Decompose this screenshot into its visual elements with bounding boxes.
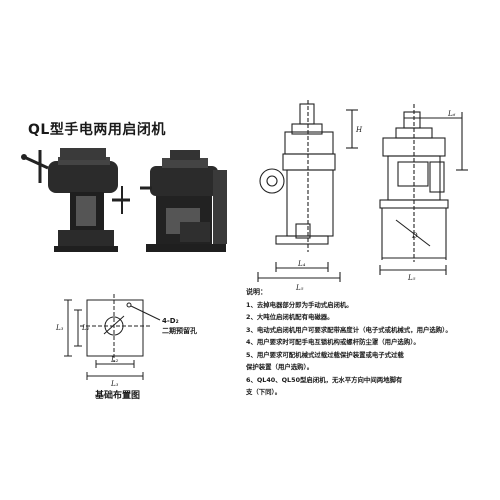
note-line: 3、电动式启闭机用户可要求配带高度计（电子式或机械式，用户选购）。 bbox=[246, 325, 452, 334]
electric-hoist-photo bbox=[140, 150, 227, 252]
holes-count-label: 4-D₂ bbox=[162, 317, 179, 325]
notes-title: 说明： bbox=[246, 288, 267, 296]
note-line: 2、大吨位启闭机配有电磁器。 bbox=[246, 313, 334, 321]
front-view-drawing bbox=[379, 104, 468, 275]
dim-l2-base: L₂ bbox=[110, 356, 119, 364]
notes-block: 说明： 1、去掉电器部分即为手动式启闭机。 2、大吨位启闭机配有电磁器。 3、电… bbox=[246, 286, 486, 399]
note-line: 1、去掉电器部分即为手动式启闭机。 bbox=[246, 300, 353, 309]
base-layout-drawing bbox=[64, 294, 161, 380]
dim-l5-side: L₅ bbox=[295, 284, 304, 292]
note-line: 6、QL40、QL50型启闭机，无水平方向中间两地脚有 bbox=[246, 375, 403, 384]
dim-l3-base: L₃ bbox=[55, 324, 64, 332]
holes-label: 4-D₂ 二期预留孔 bbox=[162, 316, 197, 336]
note-line: 支（下同）。 bbox=[246, 388, 282, 396]
reserved-holes-label: 二期预留孔 bbox=[162, 327, 197, 335]
dim-l3-bottom: L₃ bbox=[110, 380, 119, 388]
dim-l5-front: L₅ bbox=[407, 274, 416, 282]
note-line: 5、用户要求可配机械式过载过载保护装置或电子式过载 bbox=[246, 350, 404, 359]
dim-l1-base: L₁ bbox=[81, 324, 90, 332]
base-layout-caption: 基础布置图 bbox=[95, 391, 141, 401]
note-line: 4、用户要求时可配手电互锁机构或螺杆防尘罩（用户选购）。 bbox=[246, 338, 420, 346]
hand-hoist-photo bbox=[21, 148, 130, 252]
page-title: QL型手电两用启闭机 bbox=[28, 122, 166, 138]
dim-l4-side: L₄ bbox=[297, 260, 306, 268]
dim-h-side: H bbox=[355, 126, 363, 134]
dim-l6-front: L₆ bbox=[447, 110, 456, 118]
dim-d-front: D bbox=[411, 232, 418, 240]
side-view-drawing bbox=[257, 100, 358, 282]
note-line: 保护装置（用户选购）。 bbox=[246, 363, 314, 371]
